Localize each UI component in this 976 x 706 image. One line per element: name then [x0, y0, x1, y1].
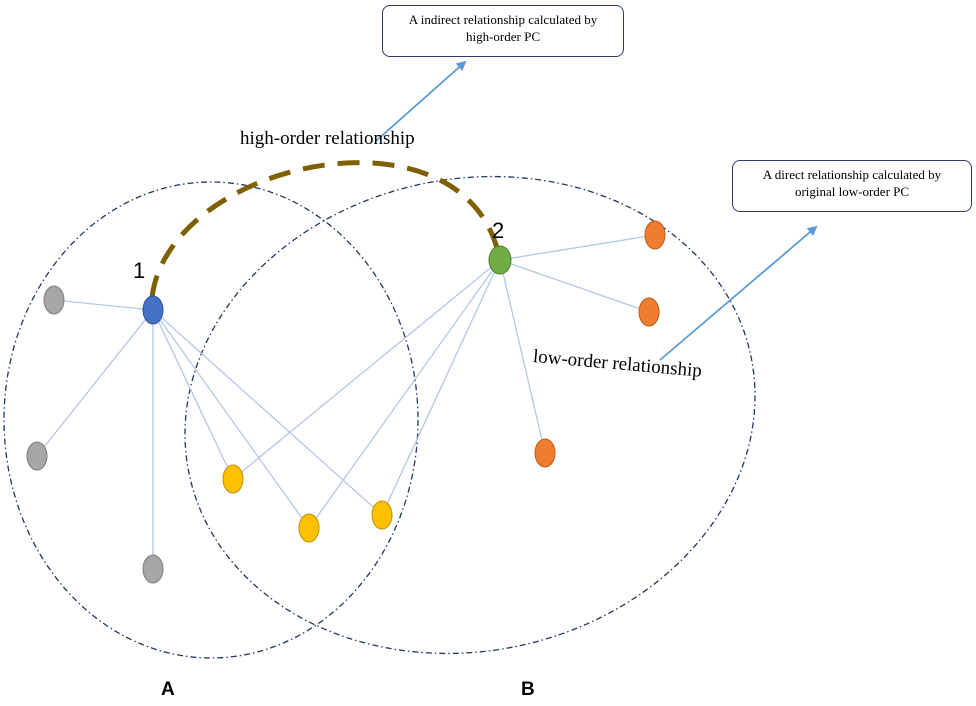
- orange-node: [644, 220, 666, 250]
- high-order-arc: [149, 160, 501, 298]
- callout-line: original low-order PC: [794, 184, 910, 199]
- edge: [53, 299, 154, 311]
- node-2-label: 2: [492, 218, 505, 243]
- group-a-label: A: [161, 679, 175, 700]
- direct-relationship-callout: A direct relationship calculated by orig…: [732, 160, 972, 212]
- edge: [152, 309, 383, 516]
- edge: [499, 259, 546, 454]
- node-1-label: 1: [133, 258, 146, 283]
- arrow-to-indirect-callout: [375, 60, 467, 142]
- edge: [152, 309, 234, 480]
- node-2-edges: [232, 234, 656, 529]
- gray-node: [142, 554, 164, 584]
- group-a-boundary: [3, 181, 419, 659]
- indirect-relationship-callout: A indirect relationship calculated by hi…: [382, 5, 624, 57]
- gray-node: [26, 441, 48, 471]
- node-1: [142, 295, 164, 325]
- yellow-node: [371, 500, 393, 530]
- gray-node: [43, 285, 65, 315]
- callout-line: A direct relationship calculated by: [762, 167, 942, 182]
- group-b-boundary: [184, 175, 756, 655]
- node-1-edges: [36, 299, 383, 569]
- orange-node: [638, 297, 660, 327]
- orange-node: [534, 438, 556, 468]
- yellow-node: [298, 513, 320, 543]
- callout-line: high-order PC: [465, 29, 541, 44]
- node-2: [488, 245, 512, 275]
- high-order-relationship-label: high-order relationship: [240, 128, 415, 149]
- edge: [499, 259, 650, 313]
- group-b-label: B: [521, 679, 535, 700]
- orange-nodes: [534, 220, 666, 468]
- arrow-to-direct-callout: [659, 225, 818, 361]
- gray-nodes: [26, 285, 164, 584]
- edge: [36, 309, 154, 457]
- edge: [499, 234, 656, 261]
- edge: [232, 259, 501, 480]
- edge: [381, 259, 501, 516]
- yellow-node: [222, 464, 244, 494]
- edge: [308, 259, 501, 529]
- yellow-nodes: [222, 464, 393, 543]
- callout-line: A indirect relationship calculated by: [408, 12, 598, 27]
- edge: [152, 309, 310, 529]
